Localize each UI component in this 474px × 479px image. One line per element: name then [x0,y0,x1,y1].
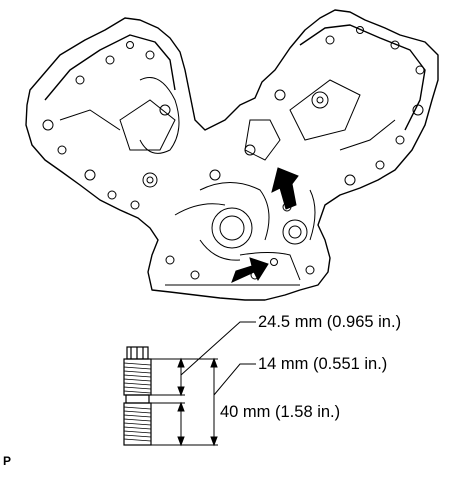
figure-code: P [3,454,12,468]
timing-cover-outline [25,9,439,301]
bolt-thread-lines [123,362,152,442]
arrow-upper-icon [271,167,299,210]
dimension-label-40mm: 40 mm (1.58 in.) [220,403,341,421]
dimension-lines [151,321,256,447]
dimension-label-14mm: 14 mm (0.551 in.) [258,355,388,373]
cover-details [42,26,425,286]
dimension-label-24-5mm: 24.5 mm (0.965 in.) [258,313,402,331]
bolt-pointer-arrows [231,167,299,283]
stud-bolt-drawing [123,346,152,446]
arrow-lower-icon [231,257,269,283]
